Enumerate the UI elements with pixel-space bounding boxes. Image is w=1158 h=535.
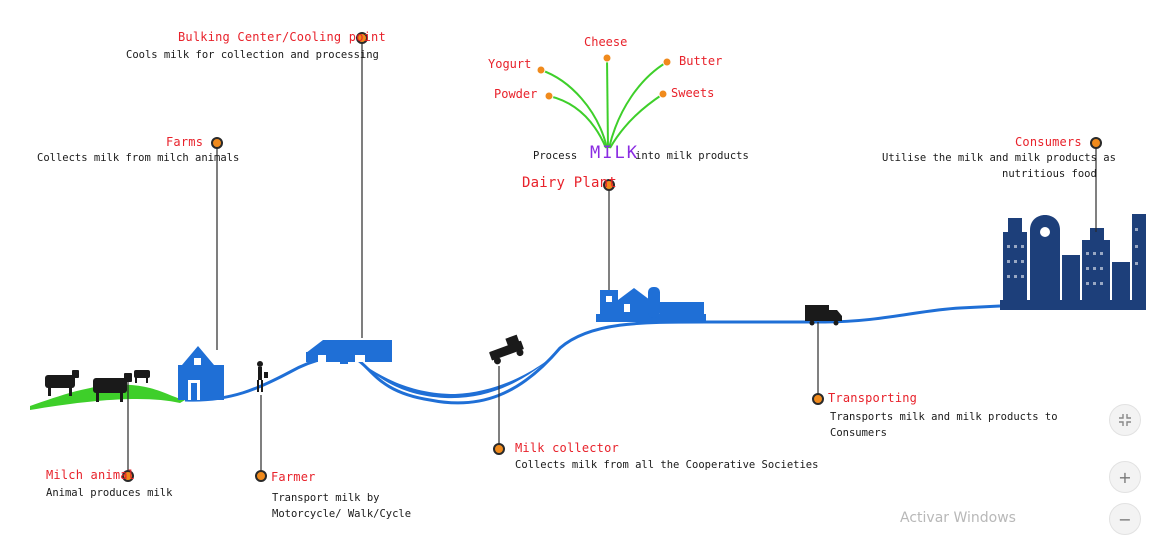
transporting-desc-line1: Transports milk and milk products to [830, 411, 1058, 423]
farmer-desc-line2: Motorcycle/ Walk/Cycle [272, 508, 412, 520]
dairy-title: Dairy Plant [522, 175, 617, 191]
pin-markers [122, 32, 1102, 482]
truck-icon [805, 305, 842, 326]
process-prefix: Process [533, 150, 578, 162]
product-sweets: Sweets [671, 86, 715, 100]
consumers-desc-line2: nutritious food [1002, 168, 1097, 180]
product-cheese: Cheese [584, 35, 628, 49]
windows-activation-watermark: Activar Windows [900, 510, 1016, 526]
dairy-plant-icon [596, 287, 706, 322]
bulking-center-icon [306, 340, 392, 364]
collector-title: Milk collector [515, 441, 619, 455]
bulking-title: Bulking Center/Cooling point [178, 30, 386, 44]
cow-icons [45, 370, 150, 402]
farms-title: Farms [166, 135, 204, 149]
product-yogurt: Yogurt [488, 57, 532, 71]
transporting-desc-line2: Consumers [830, 427, 887, 439]
collector-desc: Collects milk from all the Cooperative S… [515, 459, 819, 471]
consumers-desc-line1: Utilise the milk and milk products as [882, 152, 1116, 164]
product-butter: Butter [679, 54, 723, 68]
consumers-title: Consumers [1015, 135, 1082, 149]
milch-title: Milch animal [46, 468, 136, 482]
zoom-out-button[interactable]: − [1109, 503, 1141, 535]
transporting-title: Transporting [828, 391, 918, 405]
milch-desc: Animal produces milk [46, 487, 173, 499]
zoom-in-button[interactable]: + [1109, 461, 1141, 493]
city-skyline-icon [1000, 214, 1146, 310]
product-fan [540, 57, 668, 149]
farms-desc: Collects milk from milch animals [37, 152, 240, 164]
fit-screen-icon [1119, 414, 1131, 426]
farmer-figure-icon [257, 361, 268, 392]
bulking-desc: Cools milk for collection and processing [126, 49, 379, 61]
collector-vehicle-icon [489, 334, 524, 365]
farmer-desc-line1: Transport milk by [272, 492, 380, 504]
grass-hill [30, 384, 185, 410]
product-powder: Powder [494, 87, 538, 101]
road-path [184, 304, 1001, 405]
city-window-grid [1007, 228, 1138, 285]
process-suffix: into milk products [635, 150, 749, 162]
fit-screen-button[interactable] [1109, 404, 1141, 436]
leader-lines [127, 42, 1097, 472]
milk-word: MILK [590, 143, 639, 163]
product-pins [536, 53, 672, 101]
farmer-title: Farmer [271, 470, 316, 484]
barn-icon [178, 346, 224, 400]
